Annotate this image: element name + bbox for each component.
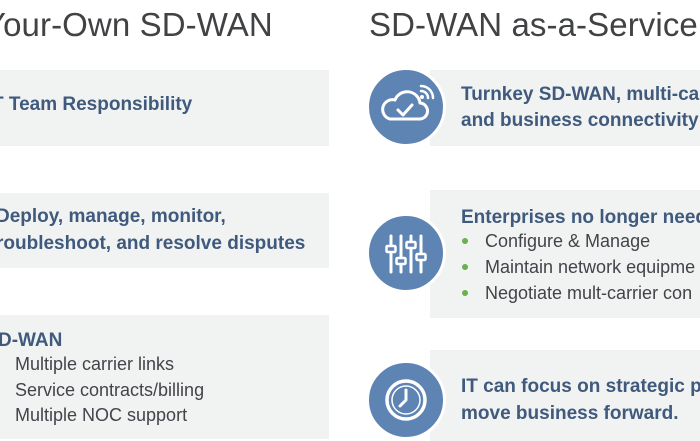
list-item: Service contracts/billing [15,380,205,400]
saas-heading: SD-WAN as-a-Service [369,6,698,43]
bullet-dot-icon [462,264,468,270]
saas-turnkey-line-1: Turnkey SD-WAN, multi-car [461,84,700,105]
list-item: Configure & Manage [485,231,651,251]
diy-tasks-line-1: Deploy, manage, monitor, [0,206,226,227]
saas-panel-turnkey [430,70,700,146]
list-item: Maintain network equipme [485,257,696,277]
cloud-check-icon [366,67,446,147]
diy-sdwan-title: D-WAN [0,330,63,351]
saas-focus-line-1: IT can focus on strategic pr [461,376,700,397]
diy-heading: Your-Own SD-WAN [0,6,273,43]
diy-panel-title: T Team Responsibility [0,94,193,115]
diy-tasks-line-2: roubleshoot, and resolve disputes [0,233,306,254]
bullet-dot-icon [462,290,468,296]
list-item: Multiple carrier links [15,354,175,374]
saas-turnkey-line-2: and business connectivity s [461,110,700,131]
list-item: Negotiate mult-carrier con [485,283,693,303]
diy-panel-responsibility: T Team Responsibility [0,70,329,146]
list-item: Multiple NOC support [15,405,188,425]
diy-panel-tasks: Deploy, manage, monitor, roubleshoot, an… [0,193,329,268]
bullet-dot-icon [462,238,468,244]
sliders-icon [366,213,446,293]
saas-focus-line-2: move business forward. [461,403,679,424]
saas-enterprise-title: Enterprises no longer need [461,207,700,228]
saas-panel-enterprise [430,190,700,318]
clock-icon [366,360,446,440]
diy-panel-sdwan: D-WAN Multiple carrier links Service con… [0,315,329,439]
saas-panel-focus [430,350,700,441]
